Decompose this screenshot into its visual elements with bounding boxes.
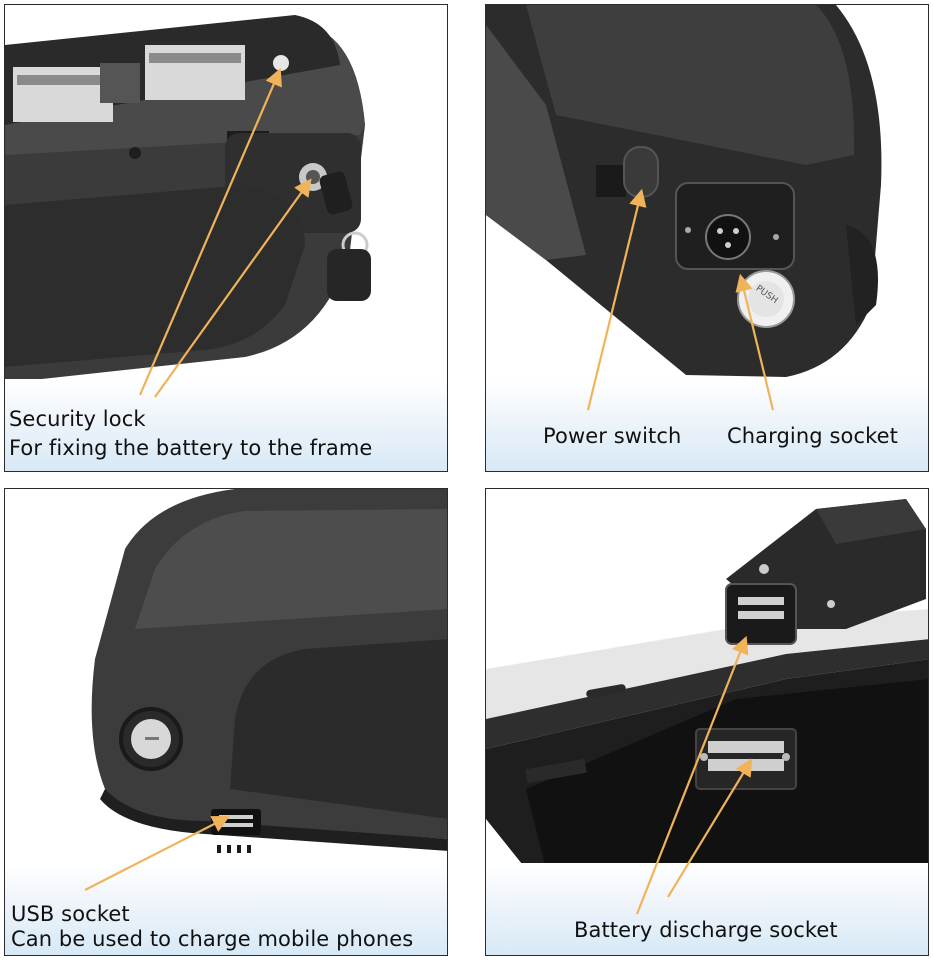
caption-area: [486, 379, 928, 471]
panel-usb: USB socket Can be used to charge mobile …: [4, 488, 448, 956]
power-switch-label: Power switch: [543, 424, 682, 448]
usb-socket-description: Can be used to charge mobile phones: [11, 927, 414, 951]
security-lock-label: Security lock: [9, 407, 146, 431]
charging-socket-label: Charging socket: [727, 424, 898, 448]
panel-security-lock: Security lock For fixing the battery to …: [4, 4, 448, 472]
security-lock-description: For fixing the battery to the frame: [9, 436, 373, 460]
panel-power-charging: PUSH Power switch Charging socket: [485, 4, 929, 472]
panel-discharge: Battery discharge socket: [485, 488, 929, 956]
discharge-socket-label: Battery discharge socket: [574, 918, 838, 942]
usb-socket-label: USB socket: [11, 902, 130, 926]
